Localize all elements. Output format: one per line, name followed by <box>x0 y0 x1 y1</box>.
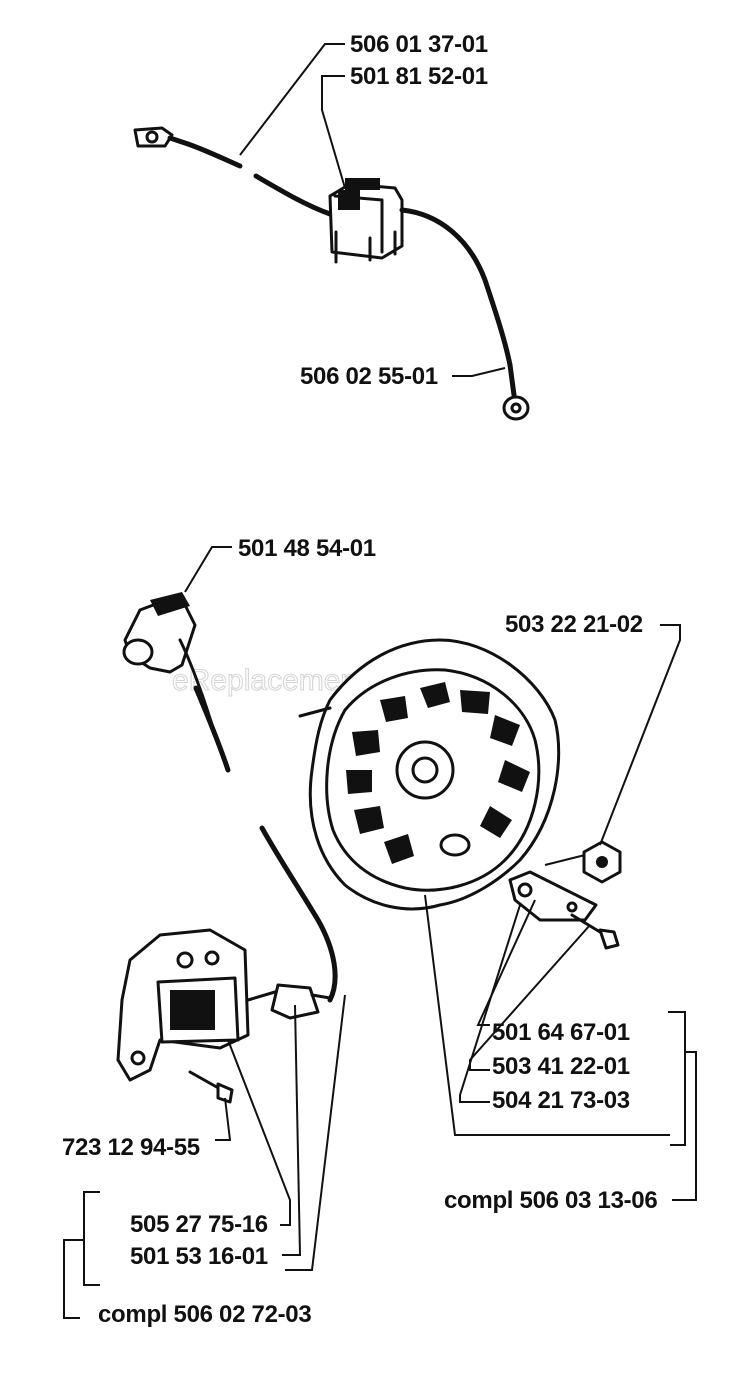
hex-nut-icon <box>582 840 622 884</box>
ring-terminal-icon <box>502 395 530 421</box>
screw-icon <box>188 1070 234 1104</box>
label-pawl: 501 64 67-01 <box>492 1019 630 1046</box>
label-coil-screw: 723 12 94-55 <box>62 1134 200 1161</box>
label-coil-compl: compl 506 02 72-03 <box>98 1301 311 1328</box>
capacitor-block-icon <box>328 178 404 264</box>
label-flywheel-compl: compl 506 03 13-06 <box>444 1187 657 1214</box>
label-cable-end: 506 02 55-01 <box>300 363 438 390</box>
flywheel-icon <box>298 638 561 911</box>
top-switch-wire-assembly <box>133 43 530 421</box>
label-cable-sleeve: 501 53 16-01 <box>130 1243 268 1270</box>
screw-icon <box>570 913 620 950</box>
ignition-coil-icon <box>116 928 332 1082</box>
label-cap-top: 501 81 52-01 <box>350 63 488 90</box>
ring-terminal-icon <box>133 126 191 148</box>
label-wire-top: 506 01 37-01 <box>350 31 488 58</box>
label-spring: 503 41 22-01 <box>492 1053 630 1080</box>
spark-plug-boot-icon <box>122 546 232 773</box>
label-spark-boot: 501 48 54-01 <box>238 535 376 562</box>
label-ignition-coil: 505 27 75-16 <box>130 1211 268 1238</box>
label-pawl-screw: 504 21 73-03 <box>492 1087 630 1114</box>
starter-pawl-icon <box>508 870 598 922</box>
label-flywheel-nut: 503 22 21-02 <box>505 611 643 638</box>
